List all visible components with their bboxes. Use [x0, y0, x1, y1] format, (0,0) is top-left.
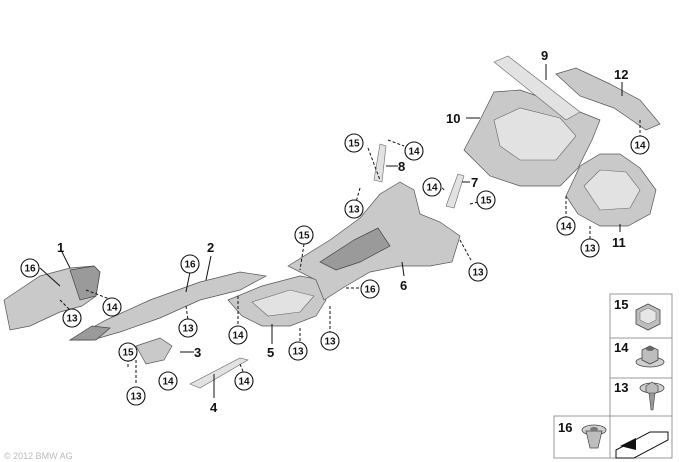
callout-15-text: 15 [122, 348, 134, 359]
callout-14: 14 [630, 135, 650, 155]
part-2-heat-shield [68, 271, 268, 341]
label-part-12: 12 [614, 67, 628, 82]
part-9-strip [493, 55, 581, 121]
callout-13-text: 13 [130, 392, 142, 403]
clip-nut-icon [635, 303, 661, 331]
label-part-7: 7 [471, 175, 478, 190]
callout-14-text: 14 [238, 377, 250, 388]
label-part-4: 4 [210, 400, 218, 415]
callout-13-text: 13 [348, 205, 360, 216]
part-7-strip [445, 173, 465, 209]
callout-14-text: 14 [560, 222, 572, 233]
callout-13: 13 [288, 341, 308, 361]
callout-15-text: 15 [298, 231, 310, 242]
callout-16-text: 16 [364, 285, 376, 296]
label-part-2: 2 [207, 240, 214, 255]
part-3-bracket [135, 337, 173, 365]
legend-14-label: 14 [614, 340, 629, 355]
callout-13: 13 [126, 386, 146, 406]
callout-13: 13 [344, 199, 364, 219]
legend-15-label: 15 [614, 297, 628, 312]
fastener-legend: 15 14 13 16 [553, 293, 673, 459]
callout-13: 13 [320, 331, 340, 351]
callout-14: 14 [422, 177, 442, 197]
part-6-tunnel-shield [287, 181, 461, 301]
label-part-11: 11 [612, 235, 626, 250]
callout-16: 16 [180, 254, 200, 274]
callout-13-text: 13 [182, 324, 194, 335]
callout-13-text: 13 [66, 314, 78, 325]
part-5-heat-shield [227, 275, 327, 327]
callout-14-text: 14 [634, 141, 646, 152]
panel-arrow-icon [615, 431, 669, 459]
flange-nut-icon [635, 345, 665, 368]
watermark: © 2012 BMW AG [4, 451, 73, 461]
callout-15: 15 [344, 133, 364, 153]
part-8-strip [373, 143, 387, 183]
label-part-9: 9 [541, 48, 548, 63]
label-part-8: 8 [398, 159, 405, 174]
label-part-3: 3 [194, 345, 201, 360]
callout-13-text: 13 [292, 347, 304, 358]
label-part-10: 10 [446, 111, 460, 126]
callout-14-text: 14 [426, 183, 438, 194]
callout-13: 13 [178, 318, 198, 338]
callout-14-text: 14 [106, 303, 118, 314]
callout-14: 14 [158, 371, 178, 391]
callout-13: 13 [468, 262, 488, 282]
callout-16-text: 16 [24, 264, 36, 275]
callout-14: 14 [228, 325, 248, 345]
callout-13: 13 [62, 308, 82, 328]
callout-16: 16 [360, 279, 380, 299]
legend-16-label: 16 [558, 420, 572, 435]
callout-14: 14 [404, 141, 424, 161]
label-part-1: 1 [57, 240, 64, 255]
callout-15: 15 [118, 342, 138, 362]
screw-icon [639, 381, 665, 411]
callout-14-text: 14 [162, 377, 174, 388]
callout-13: 13 [580, 238, 600, 258]
callout-15: 15 [294, 225, 314, 245]
callout-14: 14 [556, 216, 576, 236]
callout-14-text: 14 [408, 147, 420, 158]
label-part-6: 6 [400, 278, 407, 293]
part-1-heat-shield [3, 265, 101, 331]
callout-14-text: 14 [232, 331, 244, 342]
legend-13-label: 13 [614, 380, 628, 395]
callout-15: 15 [476, 190, 496, 210]
callout-14: 14 [102, 297, 122, 317]
part-11-heat-shield [565, 153, 657, 227]
callout-13-text: 13 [324, 337, 336, 348]
label-part-5: 5 [267, 345, 274, 360]
part-12-shield [555, 67, 661, 131]
callout-15-text: 15 [348, 139, 360, 150]
callout-13-text: 13 [472, 268, 484, 279]
callout-16: 16 [20, 258, 40, 278]
callout-14: 14 [234, 371, 254, 391]
part-4-rail [189, 357, 249, 389]
callout-15-text: 15 [480, 196, 492, 207]
callout-16-text: 16 [184, 260, 196, 271]
callout-13-text: 13 [584, 244, 596, 255]
expanding-rivet-icon [581, 424, 607, 449]
